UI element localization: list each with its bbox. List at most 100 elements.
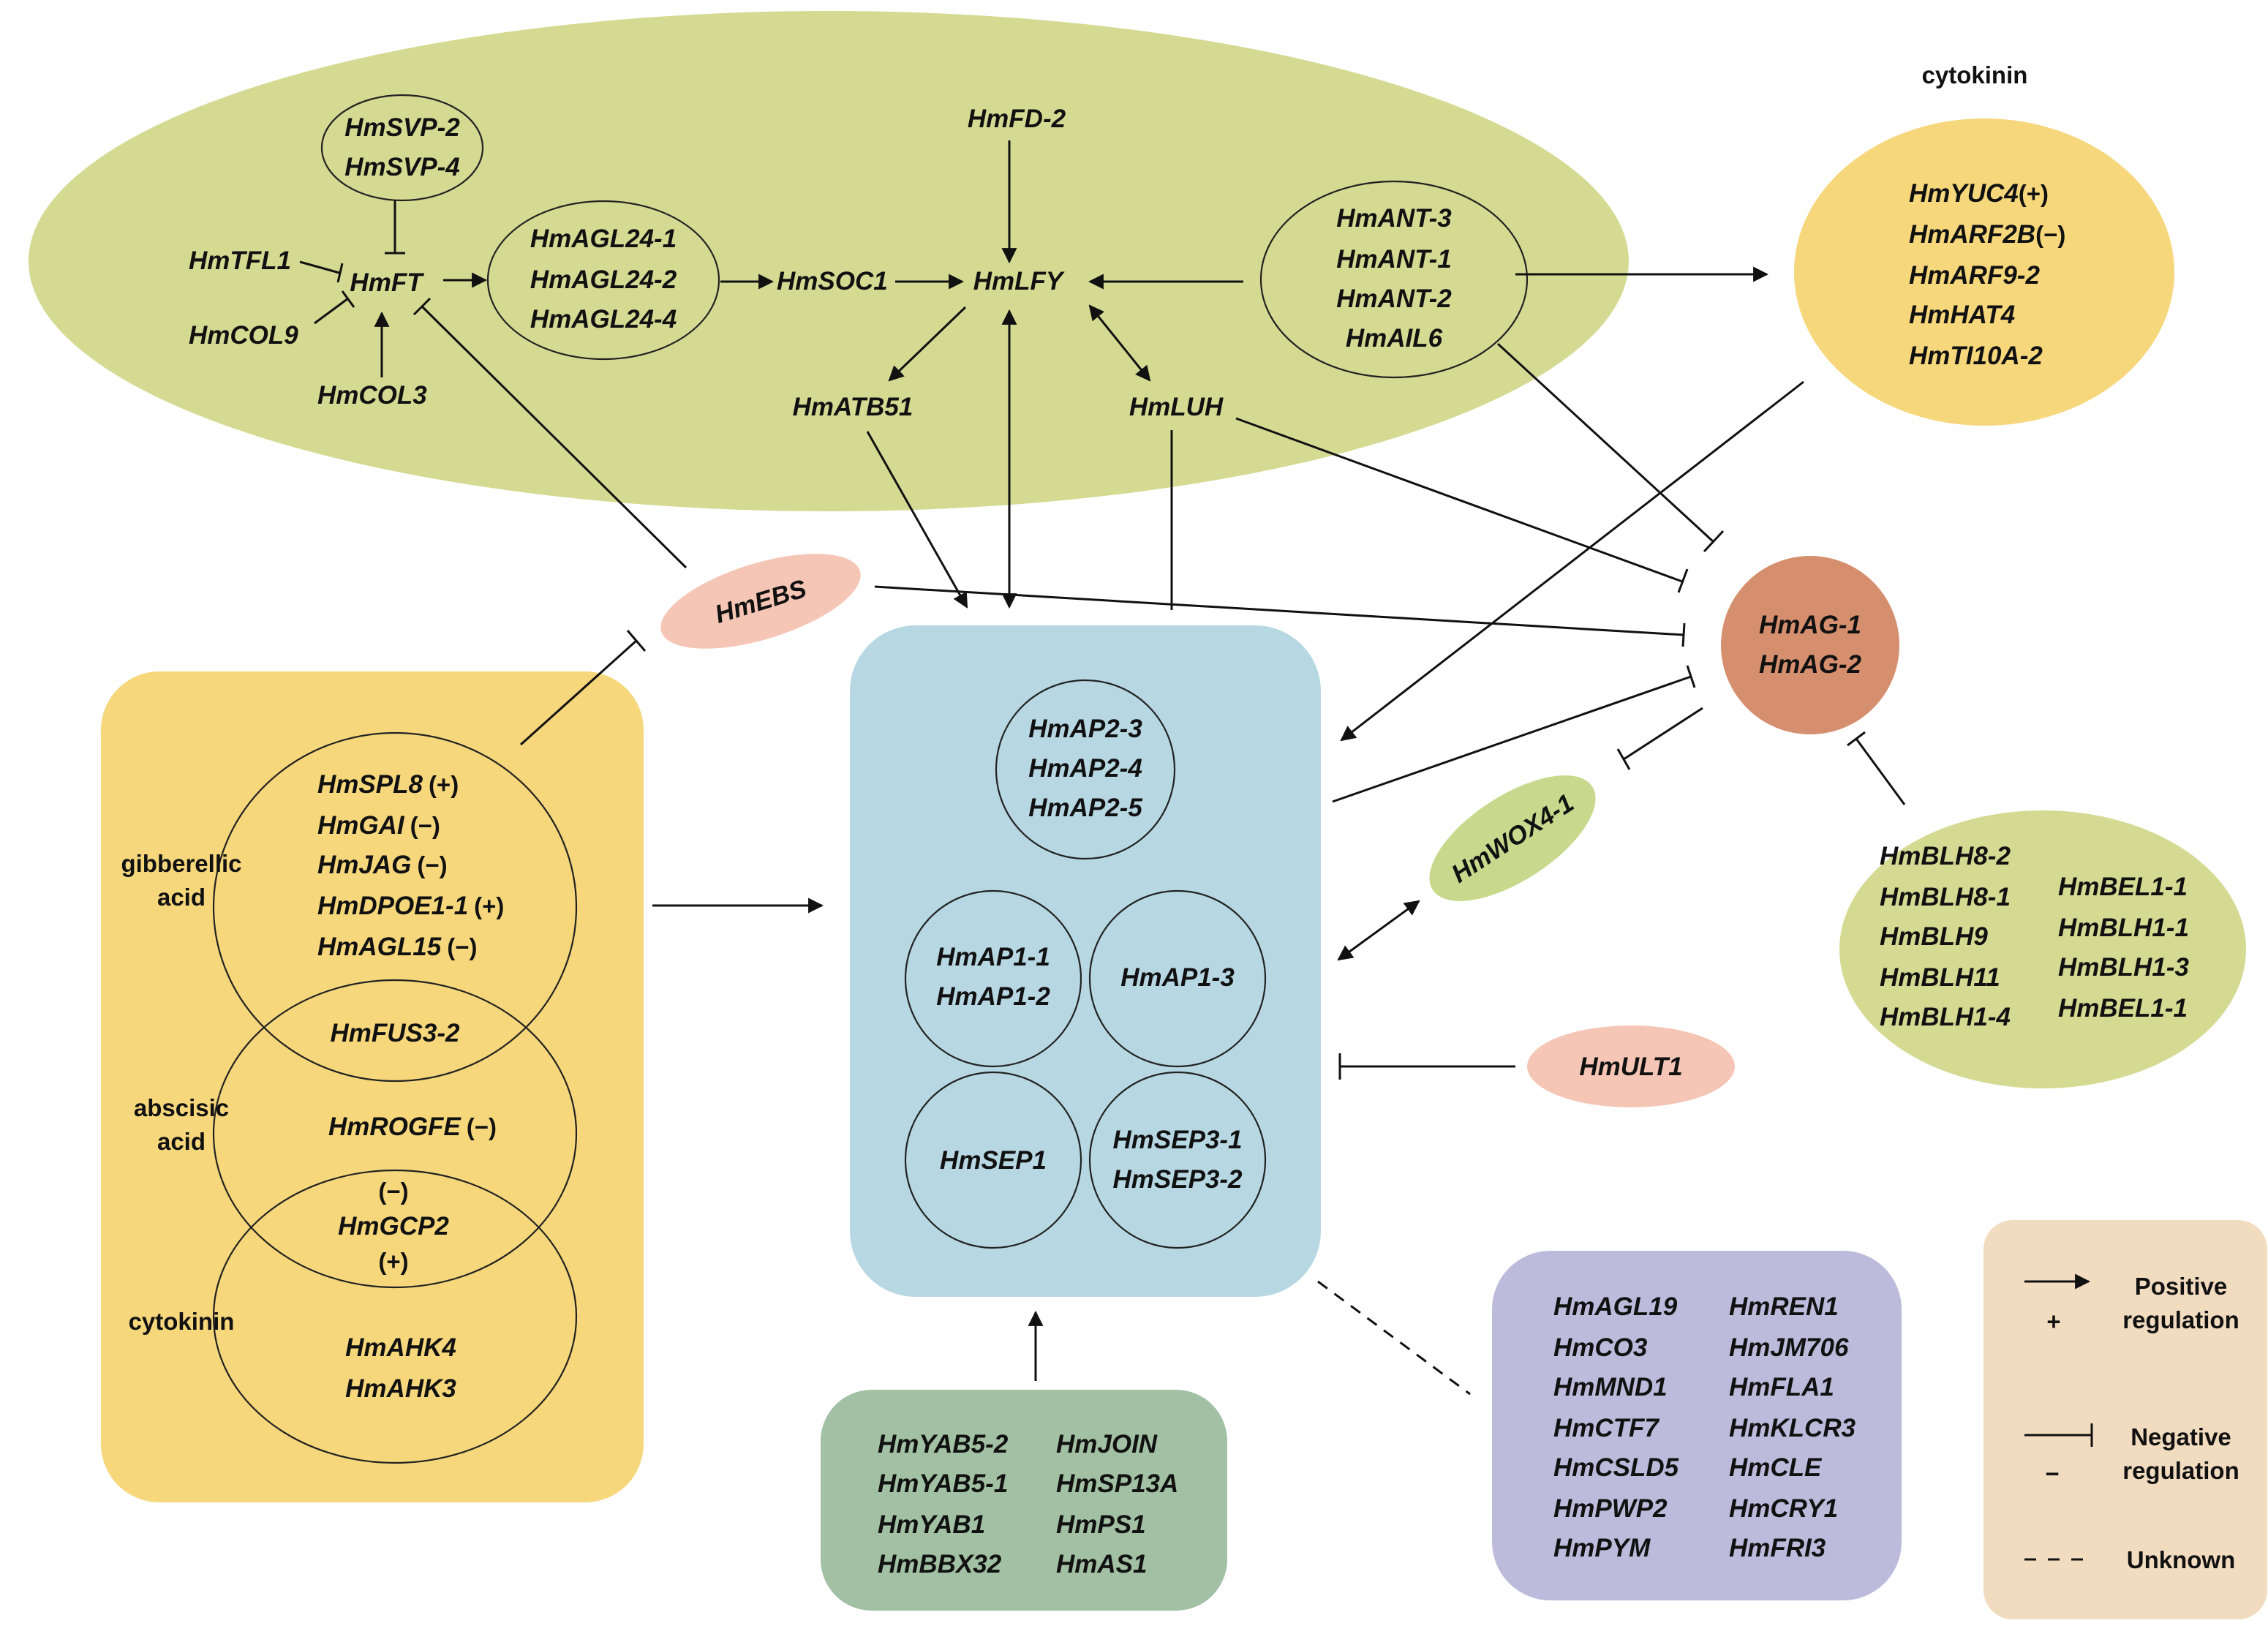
edge-ant-ag-bar xyxy=(1703,530,1725,553)
edge-blh-ag xyxy=(1855,738,1906,805)
gene-ahk3: HmAHK3 xyxy=(345,1374,456,1403)
cytokinin-line-1: HmYUC4(+) xyxy=(1909,179,2049,208)
cytokinin-line-4: HmHAT4 xyxy=(1909,301,2015,329)
gene-cle: HmCLE xyxy=(1729,1453,1823,1482)
legend-positive-sign: + xyxy=(2046,1308,2060,1335)
gene-fus3-2: HmFUS3-2 xyxy=(331,1019,461,1047)
ag-circle xyxy=(1721,556,1899,734)
gene-ap1-1: HmAP1-1 xyxy=(936,943,1050,971)
ebs-ellipse xyxy=(660,554,861,649)
svp-ring xyxy=(320,94,484,202)
sep3-ring xyxy=(1088,1071,1267,1249)
edge-luh-ag xyxy=(1235,417,1683,583)
ant-ring xyxy=(1259,180,1529,379)
gene-atb51: HmATB51 xyxy=(793,393,913,421)
edge-luh-ag-bar xyxy=(1677,568,1689,593)
blh-ellipse xyxy=(1839,810,2246,1088)
edge-floral-agl19-dashed xyxy=(1317,1280,1471,1396)
gene-blh1-1: HmBLH1-1 xyxy=(2058,914,2189,942)
gene-ap2-5: HmAP2-5 xyxy=(1028,794,1142,822)
gene-pym: HmPYM xyxy=(1553,1534,1651,1562)
gene-ail6: HmAIL6 xyxy=(1346,324,1443,353)
gene-yab5-2: HmYAB5-2 xyxy=(878,1430,1009,1458)
cytokinin-line-2: HmARF2B(−) xyxy=(1909,220,2065,249)
gene-fd2: HmFD-2 xyxy=(968,105,1066,133)
legend-positive-label-2: regulation xyxy=(2122,1306,2239,1333)
gene-jm706: HmJM706 xyxy=(1729,1333,1849,1362)
label-ga-2: acid xyxy=(157,884,206,911)
legend-negative-label-2: regulation xyxy=(2122,1457,2239,1484)
gene-ps1: HmPS1 xyxy=(1056,1510,1146,1539)
gene-svp-4: HmSVP-4 xyxy=(344,153,460,181)
gene-blh1-4: HmBLH1-4 xyxy=(1880,1003,2011,1031)
gene-mnd1: HmMND1 xyxy=(1553,1373,1668,1401)
gene-csld5: HmCSLD5 xyxy=(1553,1453,1679,1482)
gene-co3: HmCO3 xyxy=(1553,1333,1648,1362)
gene-bel1-1-a: HmBEL1-1 xyxy=(2058,873,2188,901)
ck-ring xyxy=(212,1169,578,1464)
label-ck: cytokinin xyxy=(129,1308,235,1335)
gene-fri3: HmFRI3 xyxy=(1729,1534,1826,1562)
edge-atb51-floral xyxy=(866,431,968,609)
gene-ft: HmFT xyxy=(350,268,424,297)
gene-ctf7: HmCTF7 xyxy=(1553,1414,1659,1442)
gene-pwp2: HmPWP2 xyxy=(1553,1494,1668,1523)
gene-luh: HmLUH xyxy=(1129,393,1224,421)
gene-fla1: HmFLA1 xyxy=(1729,1373,1834,1401)
legend-unknown-label: Unknown xyxy=(2127,1546,2235,1573)
edge-ant-ag xyxy=(1496,342,1714,543)
legend-negative-label-1: Negative xyxy=(2131,1423,2231,1450)
gene-blh8-2: HmBLH8-2 xyxy=(1880,842,2011,870)
ga-gene-3: HmJAG(−) xyxy=(317,851,448,879)
gene-ant-1: HmANT-1 xyxy=(1336,245,1452,274)
gene-agl19: HmAGL19 xyxy=(1553,1292,1678,1321)
ga-gene-2: HmGAI(−) xyxy=(317,811,440,840)
edge-tfl1-ft-bar xyxy=(336,263,344,283)
label-ga-1: gibberellic xyxy=(121,850,241,877)
gene-as1: HmAS1 xyxy=(1056,1550,1147,1578)
edge-ag-wox xyxy=(1623,707,1703,761)
edge-floral-ag-bar xyxy=(1686,665,1696,688)
gene-soc1: HmSOC1 xyxy=(777,267,888,296)
sep1-ring xyxy=(904,1071,1082,1249)
cytokinin-title: cytokinin xyxy=(1922,61,2028,89)
gene-lfy: HmLFY xyxy=(973,267,1065,296)
gene-ap2-4: HmAP2-4 xyxy=(1028,754,1142,783)
cytokinin-ellipse xyxy=(1794,118,2174,426)
yab-module-box xyxy=(821,1390,1227,1611)
gene-bbx32: HmBBX32 xyxy=(878,1550,1002,1578)
gene-ag-1: HmAG-1 xyxy=(1759,611,1861,639)
gene-blh9: HmBLH9 xyxy=(1880,922,1988,951)
ap2-ring xyxy=(995,679,1176,860)
gene-blh1-3: HmBLH1-3 xyxy=(2058,953,2189,982)
ga-gene-1: HmSPL8(+) xyxy=(317,770,459,799)
gcp2-sign-below: (+) xyxy=(378,1248,408,1275)
gene-blh11: HmBLH11 xyxy=(1880,963,2000,992)
gene-agl24-1: HmAGL24-1 xyxy=(530,225,677,253)
wox-ellipse xyxy=(1429,775,1596,901)
gene-col3: HmCOL3 xyxy=(317,381,427,410)
ap13-ring xyxy=(1088,889,1267,1068)
ga-gene-4: HmDPOE1-1(+) xyxy=(317,892,504,920)
gene-sep3-2: HmSEP3-2 xyxy=(1112,1165,1243,1194)
edge-tfl1-ft xyxy=(299,260,340,274)
gene-agl24-2: HmAGL24-2 xyxy=(530,266,677,294)
edge-ga-ebs-bar xyxy=(626,630,647,652)
floral-module-box xyxy=(850,625,1321,1297)
edge-lfy-atb51 xyxy=(888,306,967,382)
legend-negative-sign: − xyxy=(2045,1460,2059,1487)
agl24-ring xyxy=(486,200,720,361)
legend-box xyxy=(1983,1220,2267,1619)
gene-sep3-1: HmSEP3-1 xyxy=(1112,1126,1242,1154)
ga-ring xyxy=(212,731,578,1083)
agl19-module-box xyxy=(1492,1251,1902,1600)
gene-klcr3: HmKLCR3 xyxy=(1729,1414,1856,1442)
gene-ap2-3: HmAP2-3 xyxy=(1028,715,1142,743)
edge-blh-ag-bar xyxy=(1847,731,1866,747)
ga-gene-5: HmAGL15(−) xyxy=(317,933,477,961)
label-aba-2: acid xyxy=(157,1128,206,1155)
edge-wox-floral xyxy=(1337,900,1420,961)
edge-ag-wox-bar xyxy=(1616,748,1631,770)
edge-ebs-ag xyxy=(874,585,1684,636)
